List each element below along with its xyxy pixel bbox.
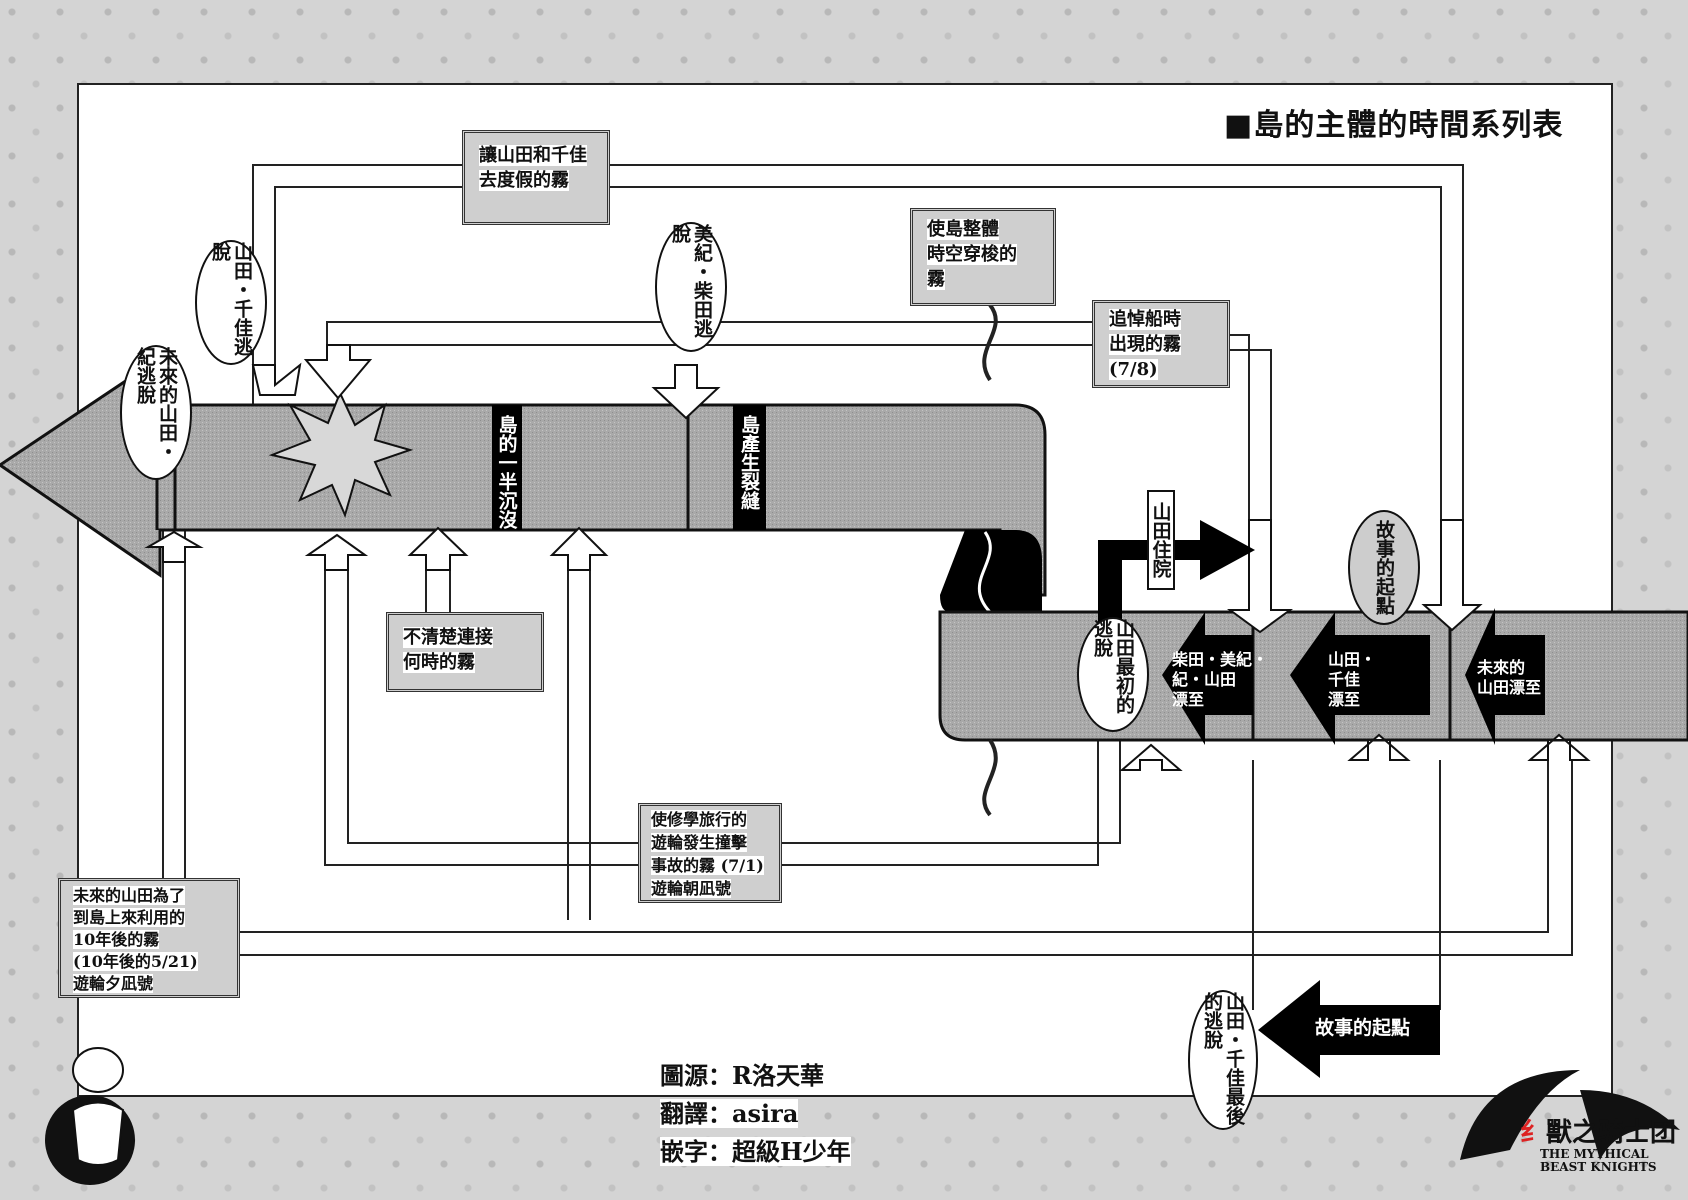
fog-box-timeslip: 使島整體 時空穿梭的 霧: [910, 208, 1056, 306]
story-start-arrow: [1258, 980, 1440, 1078]
label-yamada-chika-arrival: 山田・ 千佳 漂至: [1328, 650, 1377, 709]
fog-box-memorial: 追悼船時 出現的霧 (7/8): [1092, 300, 1230, 388]
fog-box-school-trip: 使修學旅行的 遊輪發生撞擊 事故的霧 (7/1) 遊輪朝凪號: [638, 803, 782, 903]
label-future-yamada-arrival: 未來的 山田漂至: [1477, 658, 1542, 697]
label-story-start: 故事的起點: [1315, 1017, 1411, 1039]
oval-miki-shibata-escape: 美紀・柴田逃脫: [655, 222, 727, 352]
credits: 圖源：R洛天華 翻譯：asira 嵌字：超級H少年: [660, 1061, 851, 1166]
scanlator-avatar: [45, 1047, 135, 1185]
oval-future-yamada-escape: 未來的山田・紀逃脫: [120, 345, 192, 480]
label-group-arrival: 柴田・美紀・ 紀・山田 漂至: [1172, 650, 1269, 709]
fog-box-vacation: 讓山田和千佳 去度假的霧: [462, 130, 610, 225]
oval-story-start: 故事的起點: [1348, 510, 1420, 625]
fog-box-future: 未來的山田為了 到島上來利用的 10年後的霧 (10年後的5/21) 遊輪夕凪號: [58, 878, 240, 998]
oval-yamada-first-escape: 山田最初的逃脫: [1077, 617, 1149, 732]
oval-yamada-chika-last-escape: 山田・千佳最後的逃脫: [1188, 990, 1258, 1130]
label-crack: 島產生裂縫: [733, 405, 766, 530]
label-half-sink: 島的一半沉沒: [492, 405, 522, 530]
scanlation-logo: 纟獸之骑士团 THE MYTHICAL BEAST KNIGHTS: [1440, 1050, 1688, 1200]
oval-yamada-chika-escape: 山田・千佳逃脫: [195, 240, 267, 365]
fog-box-unclear: 不清楚連接 何時的霧: [386, 612, 544, 692]
label-hospital: 山田住院: [1147, 490, 1175, 590]
timeslip-twist: [940, 530, 1042, 612]
arrival-arrows: [1162, 608, 1545, 745]
page-title: ■島的主體的時間系列表: [1224, 108, 1564, 143]
explosion-icon: [268, 390, 414, 518]
white-arrows: [144, 344, 1591, 771]
hospital-arrow: [1098, 520, 1255, 640]
timeline-band-upper: [148, 403, 1047, 597]
